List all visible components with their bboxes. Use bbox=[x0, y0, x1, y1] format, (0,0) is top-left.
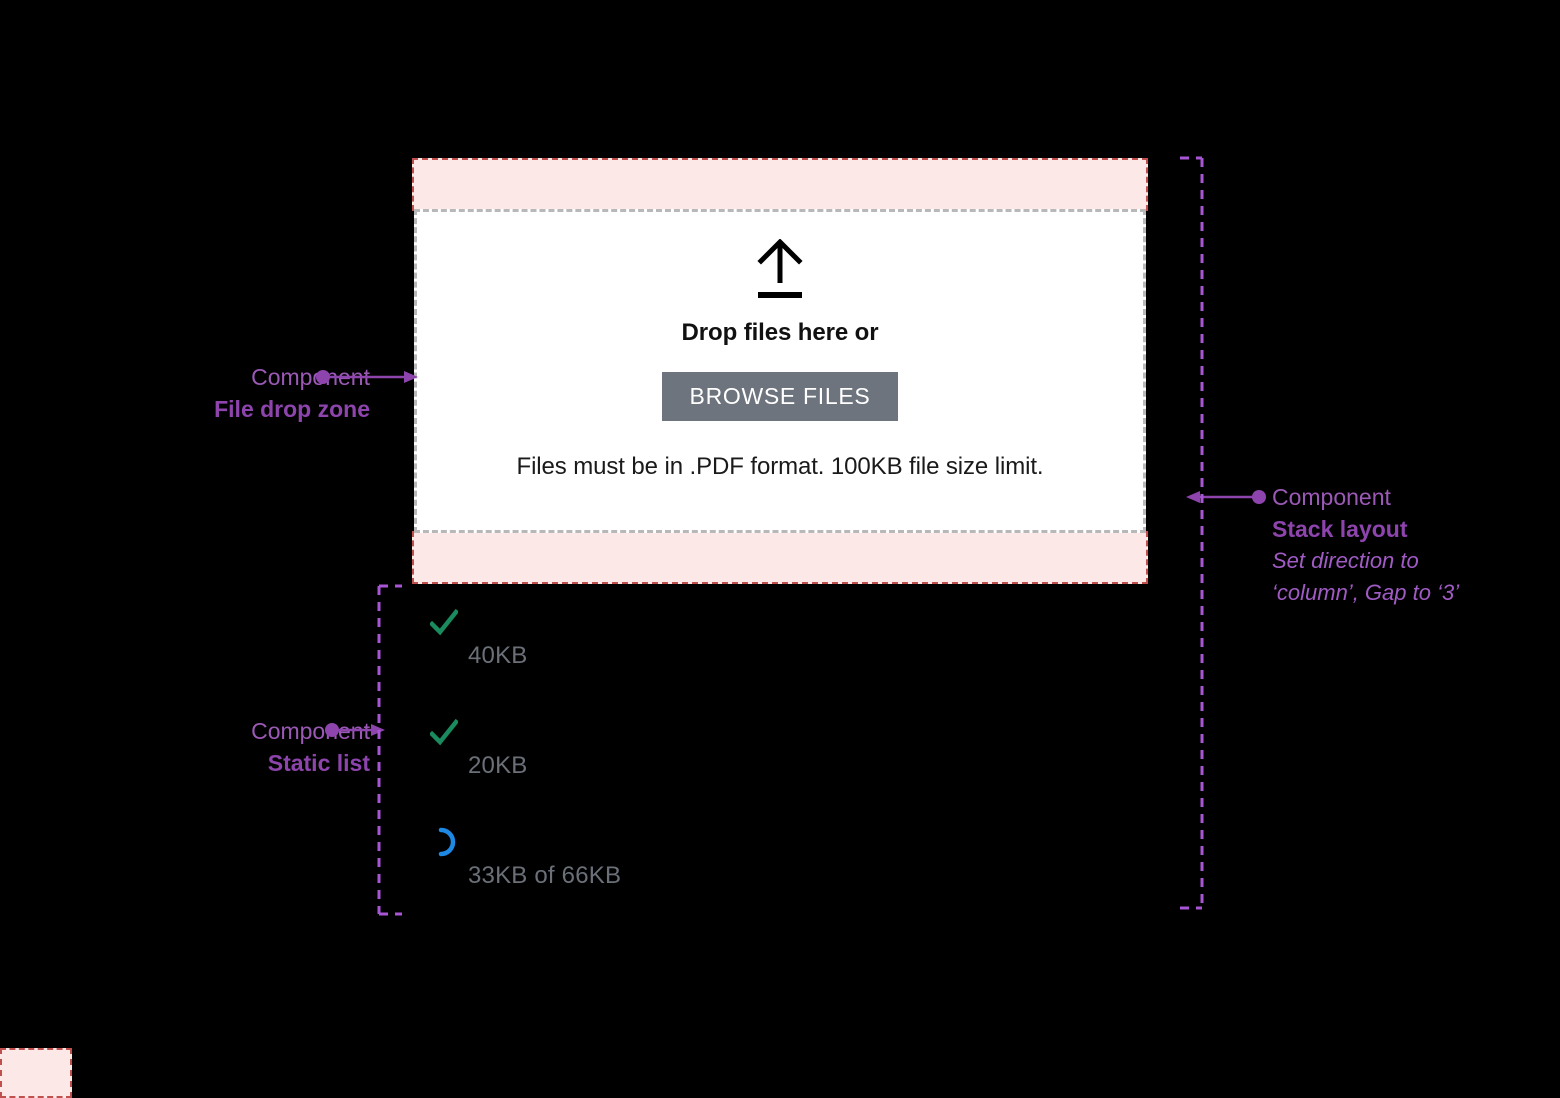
annotation-name: File drop zone bbox=[214, 395, 370, 422]
connector-arrow-file-drop-zone bbox=[316, 370, 418, 384]
connector-arrow-stack-layout bbox=[1186, 490, 1266, 504]
static-list: 40KB 20KB 33KB of 66KB bbox=[430, 606, 1130, 936]
drop-zone-hint: Files must be in .PDF format. 100KB file… bbox=[516, 453, 1044, 481]
annotation-note-line-2: ‘column’, Gap to ‘3’ bbox=[1272, 579, 1460, 605]
annotation-note-line-1: Set direction to bbox=[1272, 548, 1419, 574]
file-progress-label: 33KB of 66KB bbox=[468, 862, 622, 889]
file-size-label: 40KB bbox=[468, 642, 528, 669]
file-size-label: 20KB bbox=[468, 752, 528, 779]
annotation-name: Static list bbox=[267, 749, 370, 776]
check-icon bbox=[430, 718, 458, 746]
list-item[interactable]: 33KB of 66KB bbox=[430, 826, 1130, 936]
list-item[interactable]: 20KB bbox=[430, 716, 1130, 826]
annotation-stack-layout: Component Stack layout Set direction to … bbox=[1272, 482, 1552, 608]
measure-bracket-static-list bbox=[377, 584, 402, 916]
annotation-kicker: Component bbox=[1272, 484, 1391, 510]
measure-bracket-stack-layout bbox=[1180, 156, 1204, 910]
spacing-band-bottom bbox=[412, 531, 1148, 584]
spacing-band-top bbox=[412, 158, 1148, 211]
file-drop-zone[interactable]: Drop files here or BROWSE FILES Files mu… bbox=[414, 209, 1146, 533]
spacing-swatch-key bbox=[0, 1048, 72, 1098]
annotation-name: Stack layout bbox=[1272, 515, 1408, 542]
upload-arrow-icon bbox=[757, 239, 803, 298]
drop-zone-title: Drop files here or bbox=[681, 319, 879, 346]
list-item[interactable]: 40KB bbox=[430, 606, 1130, 716]
spinner-icon bbox=[438, 827, 456, 857]
check-icon bbox=[430, 608, 458, 636]
browse-files-button[interactable]: BROWSE FILES bbox=[661, 372, 899, 422]
